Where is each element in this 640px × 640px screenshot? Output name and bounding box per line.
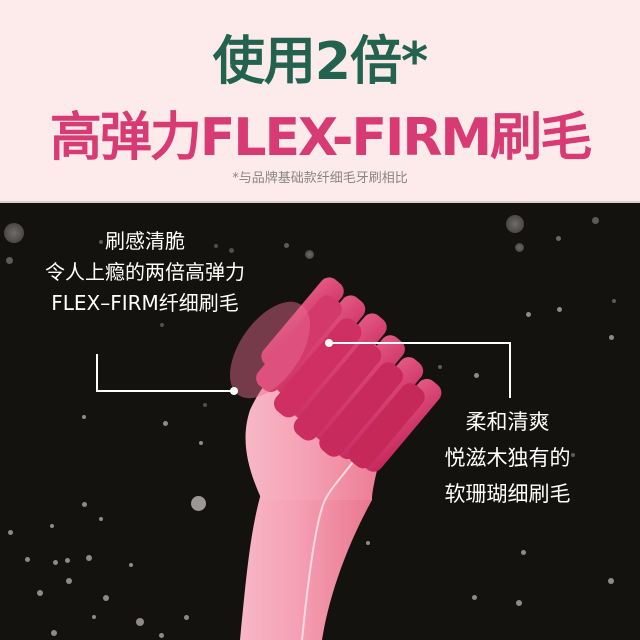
callout-left-text: 刷感清脆 令人上瘾的两倍高弹力 FLEX–FIRM纤细刷毛 [0,226,290,319]
star-decoration [160,323,164,327]
star-decoration [592,217,599,224]
star-decoration [51,630,57,636]
star-decoration [229,248,234,253]
callout-right-line-1: 柔和清爽 [465,410,550,434]
star-decoration [191,496,206,511]
star-decoration [305,250,314,259]
callout-right-line-3: 软珊瑚细刷毛 [444,482,571,506]
star-decoration [214,244,218,248]
callout-left-connector-vertical [96,354,98,392]
star-decoration [103,595,109,601]
star-decoration [129,563,133,567]
callout-right-connector-vertical [509,342,511,398]
callout-right-text: 柔和清爽 悦滋木独有的 软珊瑚细刷毛 [420,404,595,512]
star-decoration [184,615,189,620]
star-decoration [82,415,86,419]
callout-left-line-1: 刷感清脆 [105,229,185,253]
star-decoration [557,307,562,312]
star-decoration [4,223,24,243]
star-decoration [65,558,70,563]
star-decoration [159,633,164,638]
callout-left-line-3: FLEX–FIRM纤细刷毛 [51,291,239,315]
star-decoration [284,243,289,248]
star-decoration [86,555,92,561]
star-decoration [25,557,30,562]
star-decoration [526,312,531,317]
star-decoration [366,541,370,545]
star-decoration [6,257,13,264]
star-decoration [609,335,614,340]
star-decoration [472,595,477,600]
star-decoration [136,618,144,626]
star-decoration [92,615,96,619]
callout-right-line-2: 悦滋木独有的 [444,446,571,470]
star-decoration [516,600,522,606]
star-decoration [203,403,207,407]
star-decoration [521,550,526,555]
star-decoration [99,517,103,521]
callout-left-line-2: 令人上瘾的两倍高弹力 [45,260,245,284]
star-decoration [199,441,203,445]
star-decoration [556,236,561,241]
headline-primary: 使用2倍* [212,32,428,92]
bristles [230,277,442,472]
star-decoration [37,590,43,596]
star-decoration [515,243,524,252]
toothbrush-handle [240,490,372,640]
section-divider [0,201,640,203]
star-decoration [163,421,168,426]
star-decoration [8,530,13,535]
star-decoration [506,215,524,233]
star-decoration [608,578,614,584]
star-decoration [474,373,479,378]
header-panel: 使用2倍* 高弹力FLEX-FIRM刷毛 *与品牌基础款纤细毛牙刷相比 [0,0,640,201]
star-decoration [571,453,575,457]
headline-secondary: 高弹力FLEX-FIRM刷毛 [49,108,592,168]
callout-right-connector-horizontal [329,342,511,344]
star-decoration [66,578,72,584]
callout-left-anchor-dot [230,387,238,395]
callout-left-connector-horizontal [96,390,234,392]
star-decoration [53,560,58,565]
star-decoration [612,299,616,303]
star-decoration [438,365,442,369]
footnote: *与品牌基础款纤细毛牙刷相比 [232,171,408,186]
star-decoration [50,524,54,528]
star-decoration [99,240,103,244]
star-decoration [82,502,87,507]
